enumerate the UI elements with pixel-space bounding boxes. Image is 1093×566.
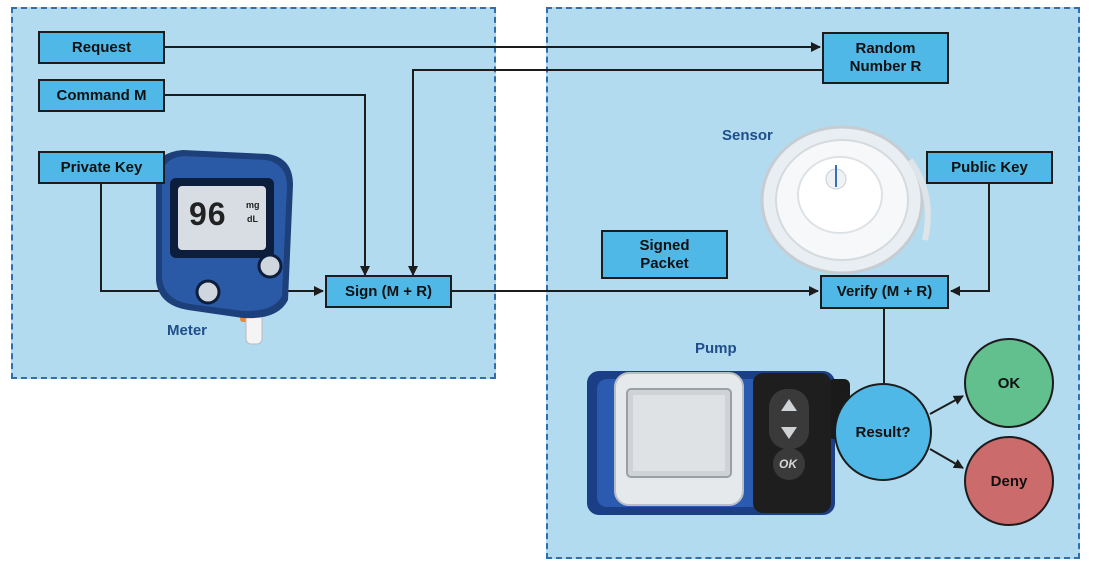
- command-m-box: Command M: [38, 79, 165, 112]
- arrow-result-to-deny: [929, 448, 964, 469]
- meter-unit-top: mg: [246, 200, 260, 210]
- pump-ok-button-label: OK: [779, 457, 797, 471]
- result-decision: Result?: [834, 383, 932, 481]
- arrow-random-to-sign: [408, 69, 822, 276]
- glucose-meter-image: [156, 150, 293, 345]
- arrow-publickey-to-verify: [950, 184, 990, 296]
- sensor-label: Sensor: [722, 127, 773, 144]
- arrow-command-to-sign: [165, 94, 370, 276]
- meter-reading: 96: [189, 196, 227, 232]
- arrow-result-to-ok: [929, 395, 964, 415]
- random-number-box: Random Number R: [822, 32, 949, 84]
- sign-box: Sign (M + R): [325, 275, 452, 308]
- pump-label: Pump: [695, 340, 737, 357]
- cgm-sensor-image: [760, 125, 931, 275]
- insulin-pump-image: [587, 371, 850, 515]
- private-key-box: Private Key: [38, 151, 165, 184]
- meter-unit-bottom: dL: [247, 214, 258, 224]
- meter-label: Meter: [167, 322, 208, 339]
- request-box: Request: [38, 31, 165, 64]
- ok-outcome: OK: [964, 338, 1054, 428]
- deny-outcome: Deny: [964, 436, 1054, 526]
- public-key-box: Public Key: [926, 151, 1053, 184]
- signed-packet-box: Signed Packet: [601, 230, 728, 279]
- verify-box: Verify (M + R): [820, 275, 949, 309]
